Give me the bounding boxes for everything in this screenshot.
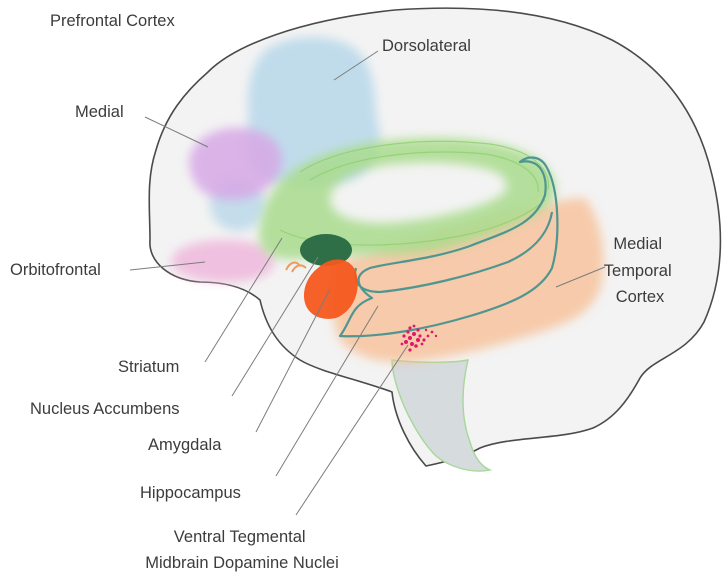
label-ventral-tegmental: Ventral Tegmental Midbrain Dopamine Nucl… — [145, 528, 339, 572]
label-orbitofrontal: Orbitofrontal — [10, 261, 101, 279]
label-ventral-tegmental-line-2: Midbrain Dopamine Nuclei — [145, 554, 339, 572]
label-medial-temporal-line-3: Cortex — [616, 288, 665, 306]
label-striatum: Striatum — [118, 358, 179, 376]
label-dorsolateral: Dorsolateral — [382, 37, 471, 55]
label-amygdala: Amygdala — [148, 436, 222, 454]
label-nucleus-accumbens: Nucleus Accumbens — [30, 400, 180, 418]
label-prefrontal-cortex: Prefrontal Cortex — [50, 12, 175, 30]
label-medial: Medial — [75, 103, 124, 121]
label-medial-temporal-line-2: Temporal — [604, 262, 672, 280]
label-hippocampus: Hippocampus — [140, 484, 241, 502]
label-medial-temporal-line-1: Medial — [613, 235, 662, 253]
label-ventral-tegmental-line-1: Ventral Tegmental — [174, 528, 306, 546]
